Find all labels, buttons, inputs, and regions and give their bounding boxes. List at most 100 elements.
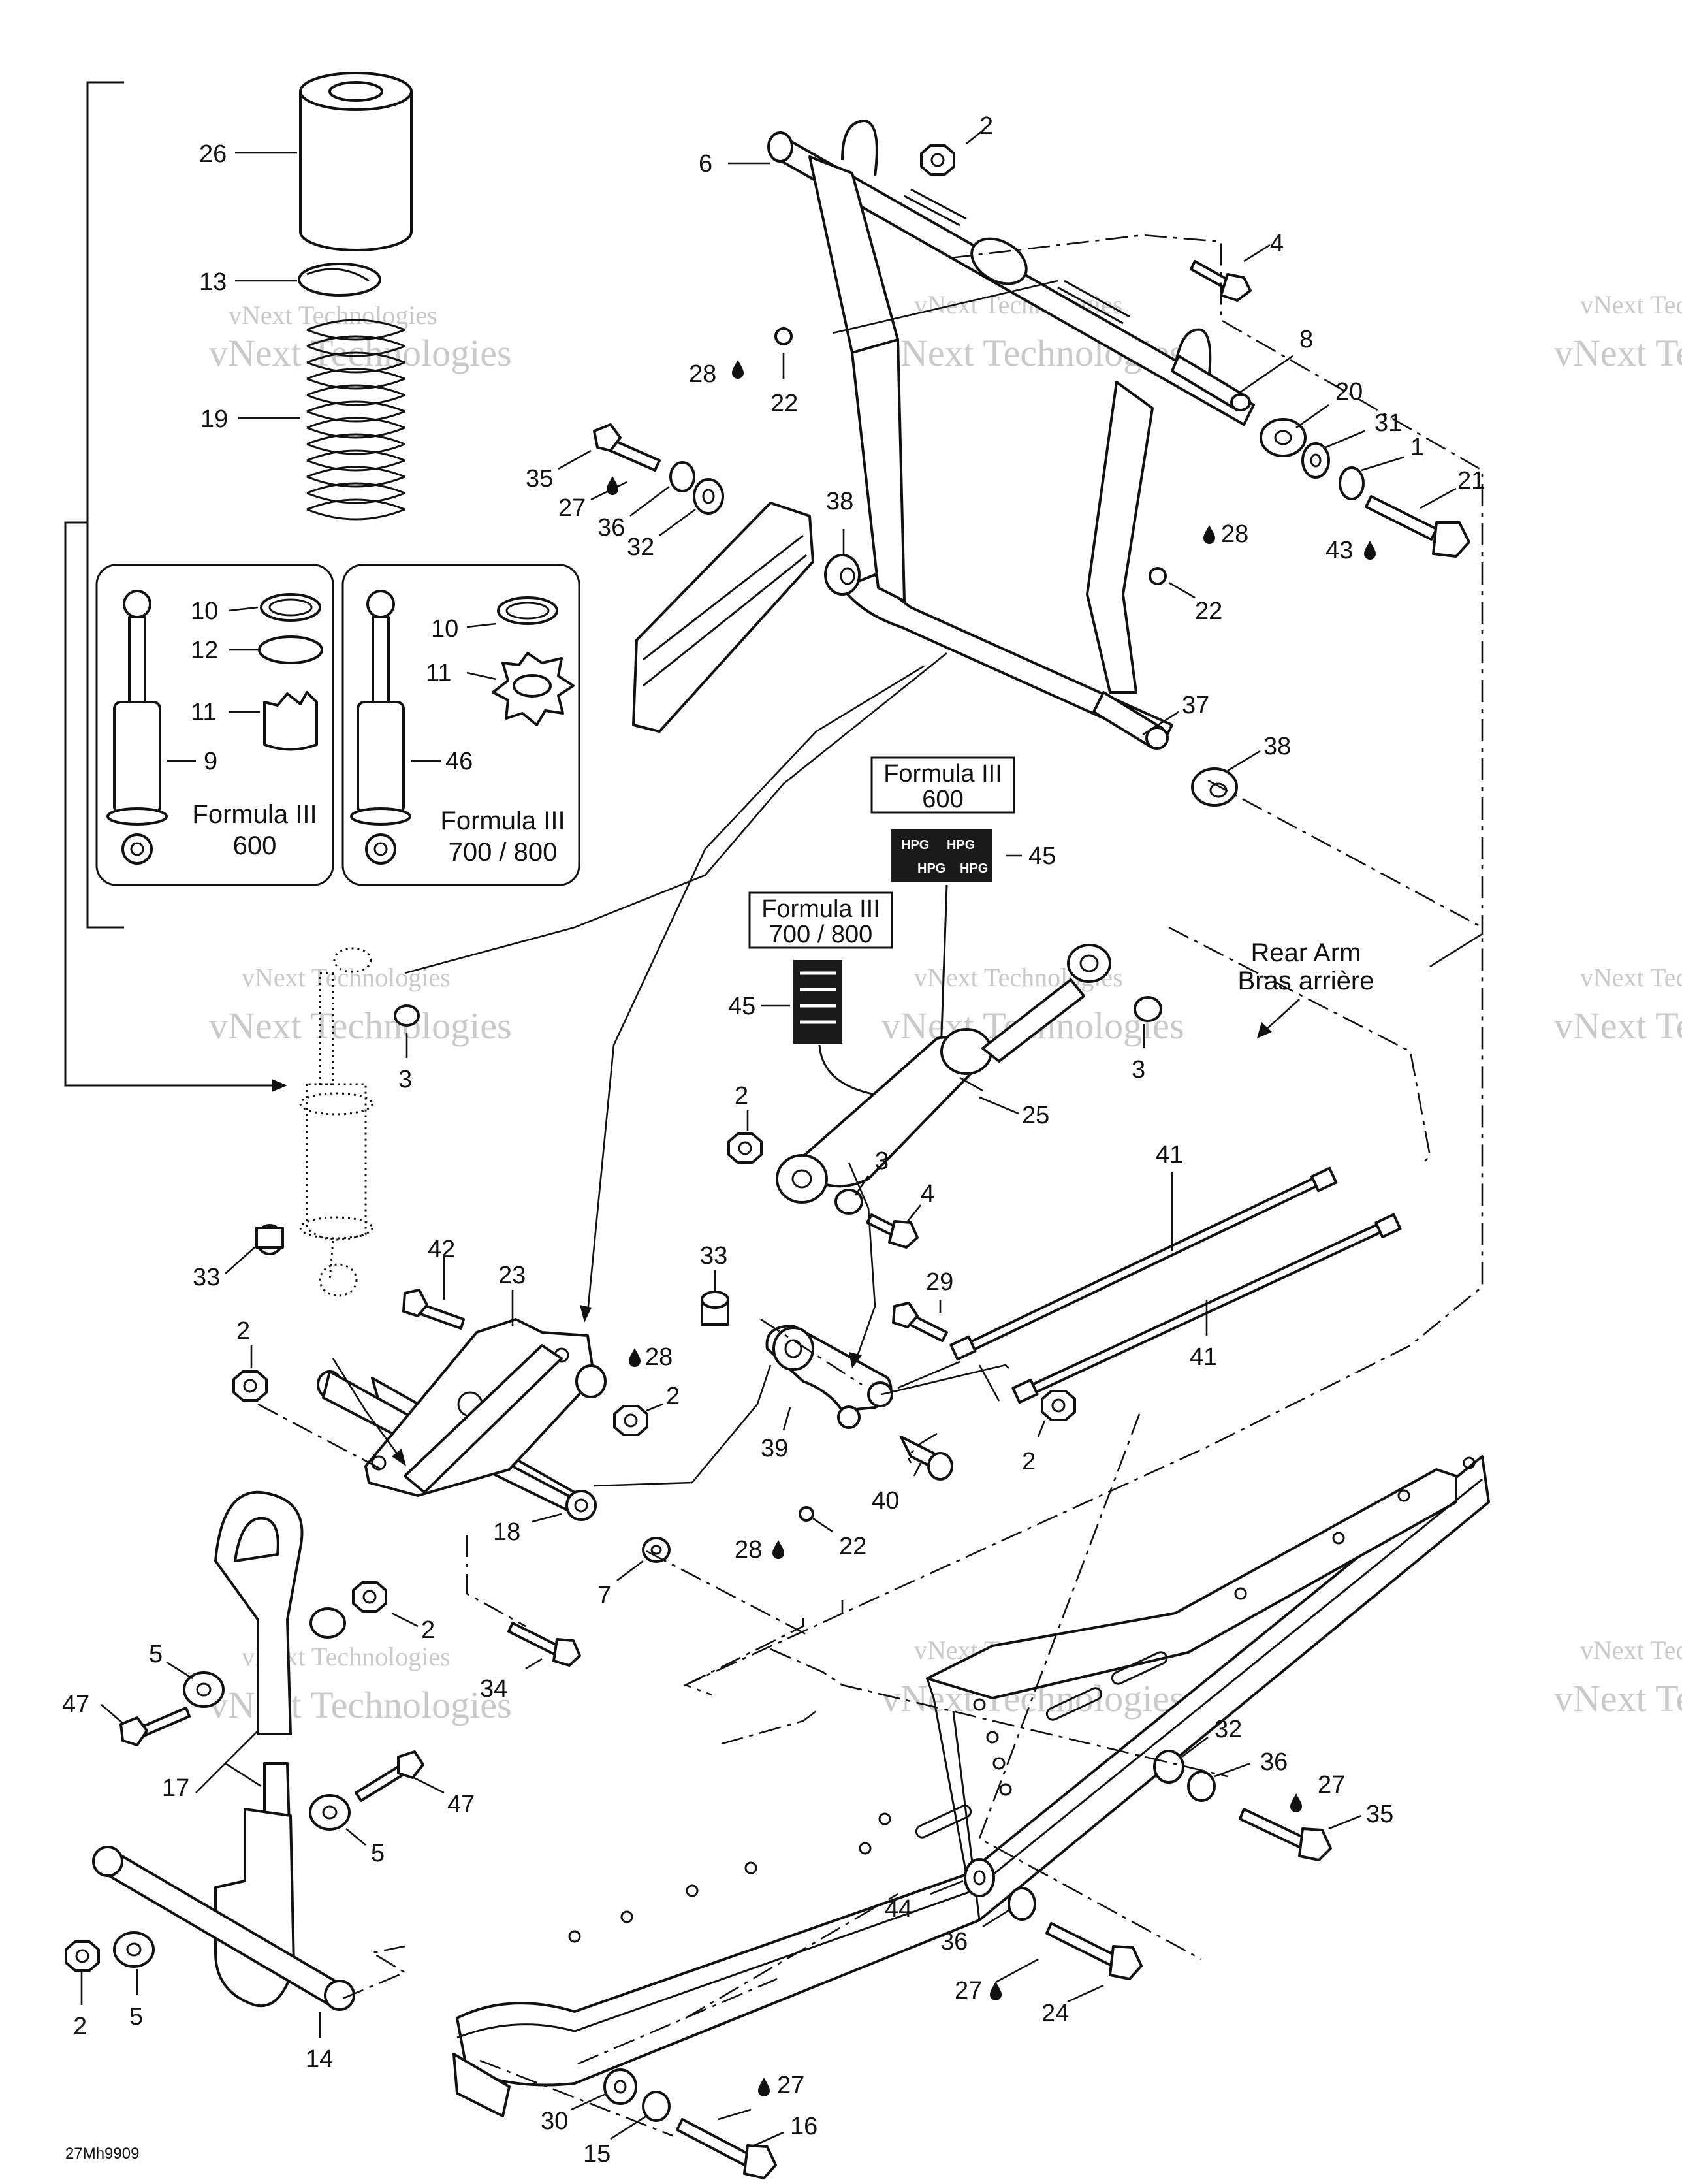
watermark-text: vNext Technologies [1580, 290, 1682, 319]
decal-box-600: Formula III 600 HPG HPG HPG HPG [870, 756, 1015, 1072]
callout-2-top: 2 [979, 112, 993, 140]
hpg-decal-text: HPG [947, 838, 975, 852]
spring-cover [299, 72, 413, 251]
washer-36-right [1187, 1771, 1216, 1802]
spring-stopper [298, 263, 381, 297]
callout-2-stopper-top: 2 [421, 1616, 435, 1644]
grease-fitting-22-link [799, 1506, 814, 1522]
callout-31: 31 [1374, 410, 1402, 437]
nut-2-rod [1041, 1390, 1076, 1421]
washer-30 [603, 2068, 637, 2105]
callout-11b: 11 [426, 660, 451, 687]
callout-5-mid: 5 [371, 1840, 385, 1867]
nut-2-shock [727, 1132, 763, 1164]
callout-27-left: 27 [558, 494, 586, 522]
bolt-47-left [119, 1707, 191, 1746]
callout-28-right: 28 [1221, 521, 1248, 548]
shock-assembly-dotted [299, 947, 373, 1297]
nut-2-stopper [65, 1940, 100, 1972]
callout-38-top: 38 [826, 488, 853, 515]
variant-label-700-line2: 700 / 800 [449, 838, 558, 867]
callout-47-left: 47 [62, 1691, 89, 1718]
callout-35-right: 35 [1366, 1801, 1393, 1828]
hpg-decal-text: HPG [917, 861, 945, 876]
variant-label-600-line2: 600 [233, 831, 277, 860]
callout-47-right: 47 [447, 1791, 475, 1818]
callout-27-rail: 27 [777, 2072, 804, 2099]
grease-fitting-22-right [1149, 567, 1167, 585]
callout-4-shock: 4 [921, 1180, 934, 1208]
callout-9: 9 [204, 748, 217, 775]
rods-41 [949, 1166, 1402, 1404]
callout-33-right: 33 [700, 1242, 727, 1270]
rail-fragment-top [632, 502, 814, 733]
variant-label-600-line1: Formula III [192, 800, 317, 829]
shock-absorber-700 [350, 590, 411, 865]
decal-label-600-line2: 600 [922, 786, 963, 813]
callout-18: 18 [493, 1518, 520, 1546]
shaft-14 [92, 1846, 355, 2011]
callout-2-stopper: 2 [73, 2013, 87, 2040]
washer-7 [642, 1537, 671, 1563]
callout-15: 15 [583, 2140, 611, 2168]
oil-drop-icon [1290, 1793, 1302, 1812]
shock-variant-700-box: Formula III 700 / 800 [341, 564, 580, 886]
hpg-decal-text: HPG [960, 861, 988, 876]
bolt-24 [1045, 1922, 1143, 1980]
watermark-text: vNext Technologies [1554, 1677, 1682, 1720]
callout-3-shock: 3 [875, 1148, 889, 1175]
callout-8: 8 [1299, 326, 1313, 353]
washer-5-top [183, 1671, 225, 1708]
callout-16: 16 [790, 2113, 817, 2140]
callout-17: 17 [162, 1774, 189, 1802]
callouts: 26 13 19 10 12 11 9 10 11 46 6 2 4 8 20 … [62, 112, 1485, 2168]
washer-20 [1260, 418, 1307, 457]
callout-27-bottom: 27 [955, 1977, 982, 2004]
callout-2-rod: 2 [1022, 1448, 1036, 1475]
callout-36-left: 36 [597, 514, 625, 541]
callout-3-left: 3 [398, 1066, 412, 1093]
callout-6: 6 [699, 150, 712, 178]
callout-13: 13 [199, 268, 227, 296]
callout-32-left: 32 [627, 534, 654, 561]
o-ring-12 [258, 635, 323, 664]
bushing-3-shock [834, 1189, 863, 1215]
oil-drop-icon [629, 1348, 641, 1367]
callout-21: 21 [1457, 467, 1485, 494]
callout-41-top: 41 [1156, 1141, 1183, 1168]
callout-32-right: 32 [1214, 1716, 1242, 1743]
callout-11: 11 [191, 699, 216, 726]
callout-34: 34 [480, 1675, 507, 1703]
callout-19: 19 [200, 406, 228, 433]
shock-variant-600-box: Formula III 600 [95, 564, 334, 886]
bolt-29 [892, 1302, 948, 1342]
callout-45-700: 45 [728, 993, 755, 1020]
bolt-4-top [1190, 260, 1252, 302]
decal-label-700-line2: 700 / 800 [769, 921, 872, 948]
variant-label-700-line1: Formula III [440, 807, 565, 835]
front-arm [767, 120, 1255, 750]
rear-shock-25 [776, 944, 1111, 1204]
callout-24: 24 [1041, 2000, 1069, 2027]
bushing-3-left [394, 1004, 420, 1027]
bolt-21 [1365, 495, 1470, 558]
watermark-text: vNext Technologies [1554, 332, 1682, 374]
callout-5-top: 5 [149, 1641, 163, 1668]
watermark-text: vNext Technologies [209, 1004, 512, 1047]
left-bracket [64, 81, 287, 1092]
washer-5-upper [309, 1607, 346, 1639]
callout-10: 10 [191, 598, 218, 625]
rear-arm-label-fr: Bras arrière [1238, 967, 1374, 995]
grease-fitting-22-top [774, 327, 793, 345]
collar-11-700 [492, 652, 575, 726]
washer-15 [642, 2091, 671, 2122]
callout-20: 20 [1335, 378, 1363, 406]
callout-22-top: 22 [770, 390, 798, 417]
nut-2-top [920, 144, 955, 176]
callout-43: 43 [1325, 537, 1353, 564]
bushing-38-top [824, 554, 861, 596]
washer-36-bottom [1008, 1887, 1036, 1921]
callout-10b: 10 [431, 615, 458, 643]
decal-label-700-line1: Formula III [761, 895, 880, 923]
